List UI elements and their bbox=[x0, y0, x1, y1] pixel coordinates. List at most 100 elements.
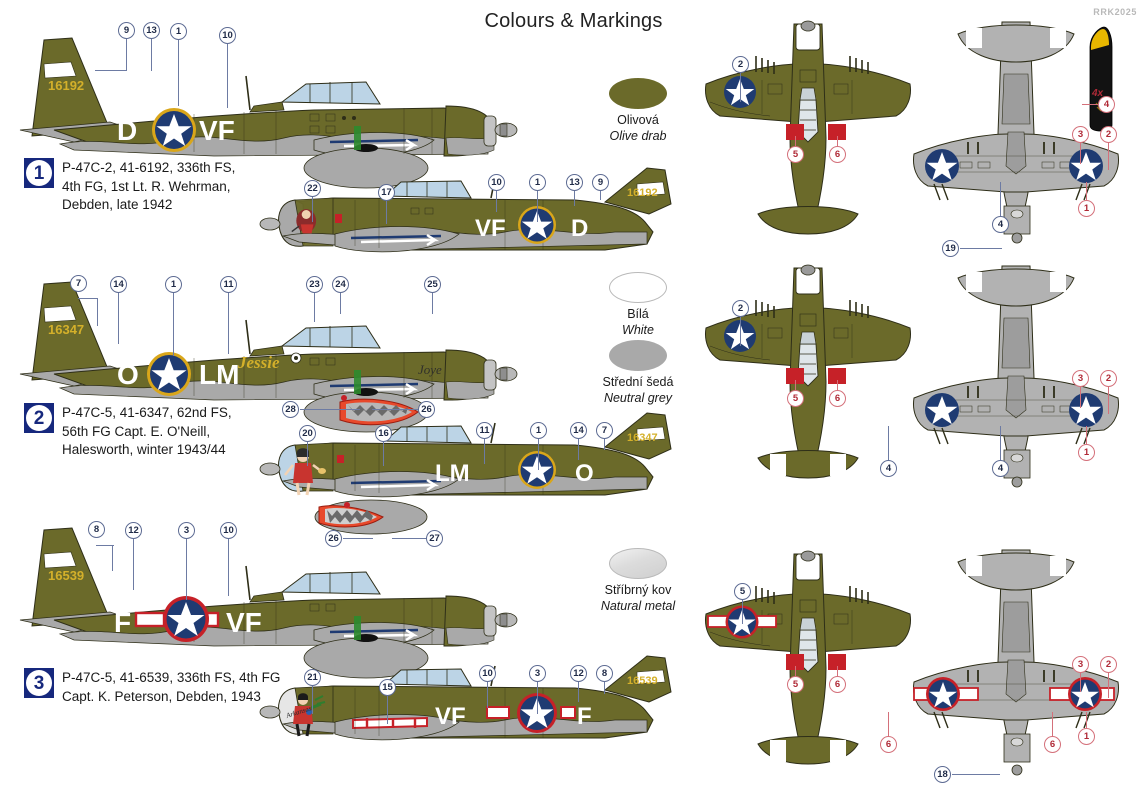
callout-6-btm3[interactable]: 6 bbox=[1044, 736, 1061, 753]
callout-2-top2[interactable]: 2 bbox=[732, 300, 749, 317]
leader-line bbox=[1086, 182, 1087, 200]
callout-11[interactable]: 11 bbox=[220, 276, 237, 293]
callout-16[interactable]: 16 bbox=[375, 425, 392, 442]
leader-line bbox=[600, 190, 601, 200]
callout-2-btm3[interactable]: 2 bbox=[1100, 656, 1117, 673]
option-3-number: 3 bbox=[26, 670, 52, 696]
callout-2-top1[interactable]: 2 bbox=[732, 56, 749, 73]
callout-18-btm3[interactable]: 18 bbox=[934, 766, 951, 783]
leader-line bbox=[133, 538, 134, 590]
profile-2-port: Jessie Joye 16347 O LM bbox=[14, 262, 554, 433]
callout-1-btm2[interactable]: 1 bbox=[1078, 444, 1095, 461]
leader-line bbox=[837, 136, 838, 152]
callout-3[interactable]: 3 bbox=[178, 522, 195, 539]
callout-4-btm2b[interactable]: 4 bbox=[880, 460, 897, 477]
callout-13b[interactable]: 13 bbox=[566, 174, 583, 191]
callout-13[interactable]: 13 bbox=[143, 22, 160, 39]
leader-line bbox=[795, 136, 796, 152]
callout-4-btm1[interactable]: 4 bbox=[992, 216, 1009, 233]
profile-1-port: 16192 D VF bbox=[14, 18, 544, 189]
callout-1-btm1[interactable]: 1 bbox=[1078, 200, 1095, 217]
nose-art-1 bbox=[291, 209, 317, 234]
swatch-natural-metal bbox=[609, 548, 667, 579]
callout-20[interactable]: 20 bbox=[299, 425, 316, 442]
option-3-badge: 3 bbox=[24, 668, 54, 698]
leader-line bbox=[578, 438, 579, 460]
callout-17[interactable]: 17 bbox=[378, 184, 395, 201]
callout-8b[interactable]: 8 bbox=[596, 665, 613, 682]
leader-line bbox=[888, 712, 889, 738]
callout-10[interactable]: 10 bbox=[219, 27, 236, 44]
svg-text:16539: 16539 bbox=[627, 675, 658, 687]
callout-2-btm1[interactable]: 2 bbox=[1100, 126, 1117, 143]
callout-23[interactable]: 23 bbox=[306, 276, 323, 293]
legend-white: Bílá White bbox=[578, 272, 698, 338]
leader-line bbox=[604, 682, 605, 694]
callout-5-top2[interactable]: 5 bbox=[787, 390, 804, 407]
option-1-number: 1 bbox=[26, 160, 52, 186]
callout-6-top3[interactable]: 6 bbox=[829, 676, 846, 693]
leader-line bbox=[97, 298, 98, 326]
leader-line bbox=[537, 682, 538, 714]
callout-4-btm2[interactable]: 4 bbox=[992, 460, 1009, 477]
callout-9b[interactable]: 9 bbox=[592, 174, 609, 191]
profile-1-starboard: VF D 16192 bbox=[259, 167, 675, 290]
legend-label-en: White bbox=[622, 322, 654, 337]
callout-28[interactable]: 28 bbox=[282, 401, 299, 418]
callout-8[interactable]: 8 bbox=[88, 521, 105, 538]
callout-22[interactable]: 22 bbox=[304, 180, 321, 197]
leader-line bbox=[227, 44, 228, 108]
callout-14[interactable]: 14 bbox=[110, 276, 127, 293]
callout-6-btm3b[interactable]: 6 bbox=[880, 736, 897, 753]
callout-12b[interactable]: 12 bbox=[570, 665, 587, 682]
code-letter-aft-1: D bbox=[117, 115, 137, 146]
callout-2-btm2[interactable]: 2 bbox=[1100, 370, 1117, 387]
callout-3-btm2[interactable]: 3 bbox=[1072, 370, 1089, 387]
callout-27[interactable]: 27 bbox=[426, 530, 443, 547]
callout-4-bomb[interactable]: 4 bbox=[1098, 96, 1115, 113]
leader-line bbox=[126, 38, 127, 70]
callout-12[interactable]: 12 bbox=[125, 522, 142, 539]
callout-5-top3b[interactable]: 5 bbox=[787, 676, 804, 693]
callout-6-top1[interactable]: 6 bbox=[829, 146, 846, 163]
callout-1-btm3[interactable]: 1 bbox=[1078, 728, 1095, 745]
leader-line bbox=[186, 538, 187, 600]
callout-3b[interactable]: 3 bbox=[529, 665, 546, 682]
callout-9[interactable]: 9 bbox=[118, 22, 135, 39]
callout-11b[interactable]: 11 bbox=[476, 422, 493, 439]
legend-label-cz: Stříbrný kov bbox=[604, 583, 672, 597]
callout-21[interactable]: 21 bbox=[304, 669, 321, 686]
callout-25[interactable]: 25 bbox=[424, 276, 441, 293]
option-2-caption: 2 P-47C-5, 41-6347, 62nd FS, 56th FG Cap… bbox=[24, 403, 324, 460]
leader-line bbox=[343, 538, 373, 539]
callout-10c[interactable]: 10 bbox=[220, 522, 237, 539]
callout-10b[interactable]: 10 bbox=[488, 174, 505, 191]
callout-5-top3[interactable]: 5 bbox=[734, 583, 751, 600]
callout-3-btm1[interactable]: 3 bbox=[1072, 126, 1089, 143]
callout-6-top2[interactable]: 6 bbox=[829, 390, 846, 407]
callout-7b[interactable]: 7 bbox=[596, 422, 613, 439]
callout-14b[interactable]: 14 bbox=[570, 422, 587, 439]
callout-3-btm3[interactable]: 3 bbox=[1072, 656, 1089, 673]
leader-line bbox=[578, 682, 579, 702]
callout-5-top1[interactable]: 5 bbox=[787, 146, 804, 163]
svg-text:VF: VF bbox=[435, 703, 466, 730]
svg-text:D: D bbox=[571, 215, 588, 242]
callout-1d[interactable]: 1 bbox=[530, 422, 547, 439]
callout-7[interactable]: 7 bbox=[70, 275, 87, 292]
svg-text:O: O bbox=[117, 359, 139, 390]
leader-line bbox=[1108, 386, 1109, 414]
insignia-roundel-2 bbox=[147, 352, 191, 396]
callout-1c[interactable]: 1 bbox=[165, 276, 182, 293]
callout-10d[interactable]: 10 bbox=[479, 665, 496, 682]
callout-26[interactable]: 26 bbox=[418, 401, 435, 418]
callout-1[interactable]: 1 bbox=[170, 23, 187, 40]
callout-1b[interactable]: 1 bbox=[529, 174, 546, 191]
leader-line bbox=[888, 426, 889, 460]
callout-24[interactable]: 24 bbox=[332, 276, 349, 293]
callout-15[interactable]: 15 bbox=[379, 679, 396, 696]
insignia-star-and-bar-bottom-left-3 bbox=[913, 677, 979, 711]
callout-26b[interactable]: 26 bbox=[325, 530, 342, 547]
callout-19-btm1[interactable]: 19 bbox=[942, 240, 959, 257]
leader-line bbox=[1000, 182, 1001, 216]
